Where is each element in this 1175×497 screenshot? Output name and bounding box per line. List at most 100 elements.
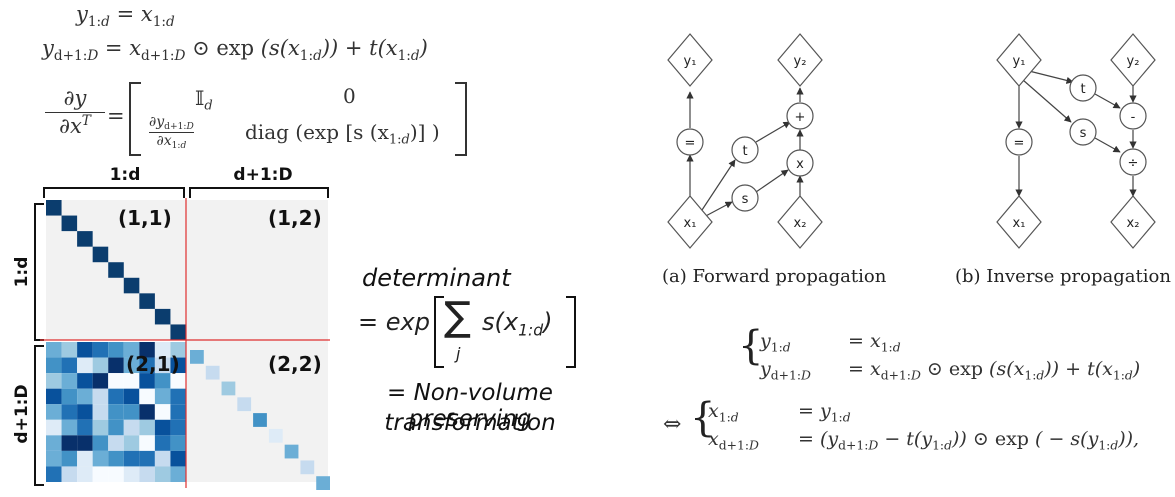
block21-cell [108, 466, 124, 482]
determinant-formula: = exp ∑ j s(x1:d) [358, 294, 588, 374]
sum-index: j [456, 344, 461, 363]
block21-cell [123, 357, 140, 374]
block21-cell [154, 357, 171, 374]
inv-node-x2 [1110, 195, 1156, 249]
block21-cell [170, 357, 186, 374]
block21-cell [123, 373, 140, 389]
diag22-cell [300, 460, 315, 475]
block21-cell [92, 435, 109, 451]
inv-node-minus-label: - [1131, 110, 1136, 125]
equation-identity: y1:d = x1:d [76, 2, 175, 30]
forward-propagation-graph: y₁ y₂ = t + x s x₁ x₂ [667, 33, 823, 249]
node-s-label: s [742, 192, 749, 207]
inv-node-s [1069, 118, 1097, 146]
inv-node-equal [1005, 128, 1033, 156]
row-label-1: 1:d [12, 256, 32, 288]
block21-cell [170, 435, 186, 451]
diag11-cell [139, 293, 155, 309]
quadrant-11-label: (1,1) [118, 206, 172, 230]
diag22-cell [253, 413, 267, 427]
block21-cell [154, 404, 171, 420]
diag22-cell [221, 381, 236, 396]
zero-block: 0 [343, 84, 356, 108]
right-bracket [455, 82, 467, 156]
block21-cell [123, 342, 140, 358]
block21-cell [108, 450, 124, 467]
block21-cell [139, 466, 155, 482]
block21-cell [154, 435, 171, 451]
determinant-word: determinant [362, 264, 511, 292]
block21-cell [46, 435, 62, 451]
block21-cell [77, 419, 93, 436]
block21-cell [61, 435, 78, 451]
quadrant-12-bg [186, 200, 328, 340]
block21-cell [123, 388, 140, 405]
block21-cell [108, 419, 124, 436]
determinant-prefix: = exp [358, 308, 430, 336]
jacobian-lhs: ∂y ∂xT [45, 86, 105, 138]
block21-cell [92, 388, 109, 405]
diag22-cell [268, 428, 283, 443]
inv-node-t [1069, 74, 1097, 102]
block21-cell [139, 373, 155, 389]
inv-node-equal-label: = [1014, 136, 1025, 151]
block21-cell [61, 466, 78, 482]
block21-cell [77, 357, 93, 374]
inv-node-x1 [996, 195, 1042, 249]
fwd-line1-rhs: = x1:d [848, 330, 901, 355]
block21-cell [61, 388, 78, 405]
inv-node-s-label: s [1080, 126, 1087, 141]
block21-cell [92, 450, 109, 467]
block21-cell [108, 388, 124, 405]
block21-cell [77, 466, 93, 482]
node-y1 [667, 33, 713, 87]
block21-cell [92, 404, 109, 420]
block21-cell [77, 388, 93, 405]
diag11-cell [92, 246, 109, 263]
block21-cell [46, 373, 62, 389]
node-y2 [777, 33, 823, 87]
fwd-line1-lhs: y1:d [760, 330, 791, 355]
summand: s(x1:d) [482, 308, 553, 340]
inv-line1-rhs: = y1:d [798, 400, 851, 425]
block21-cell [139, 404, 155, 420]
block21-cell [123, 419, 140, 436]
block21-cell [61, 450, 78, 467]
block21-cell [123, 466, 140, 482]
inv-node-minus [1119, 102, 1147, 130]
block21-cell [139, 450, 155, 467]
block21-cell [46, 357, 62, 374]
node-x1-label: x₁ [684, 216, 697, 231]
block21-cell [77, 373, 93, 389]
block21-cell [108, 357, 124, 374]
quadrant-22-bg [186, 340, 328, 482]
diag11-cell [123, 277, 140, 294]
block21-cell [46, 466, 62, 482]
node-x2 [777, 195, 823, 249]
block21-cell [77, 404, 93, 420]
node-equal-label: = [685, 136, 696, 151]
block-21 [46, 342, 186, 482]
block21-cell [77, 450, 93, 467]
inv-line2-rhs: = (yd+1:D − t(y1:d)) ⊙ exp ( − s(y1:d)), [798, 428, 1140, 453]
inv-node-x1-label: x₁ [1013, 216, 1026, 231]
block21-cell [77, 435, 93, 451]
equals-sign: = [107, 104, 125, 128]
block21-cell [170, 419, 186, 436]
block21-cell [170, 388, 186, 405]
diag22-cell [316, 476, 330, 490]
block21-cell [61, 342, 78, 358]
block21-cell [154, 450, 171, 467]
block21-cell [92, 373, 109, 389]
block21-cell [92, 419, 109, 436]
diag22-cell [237, 397, 252, 412]
node-t-label: t [742, 144, 747, 159]
inverse-caption: (b) Inverse propagation [955, 266, 1171, 287]
block21-cell [61, 404, 78, 420]
block21-cell [46, 342, 62, 358]
node-x1 [667, 195, 713, 249]
identity-block: 𝕀d [195, 86, 213, 114]
block21-cell [170, 373, 186, 389]
inv-node-y2 [1110, 33, 1156, 87]
node-plus-label: + [795, 110, 806, 125]
